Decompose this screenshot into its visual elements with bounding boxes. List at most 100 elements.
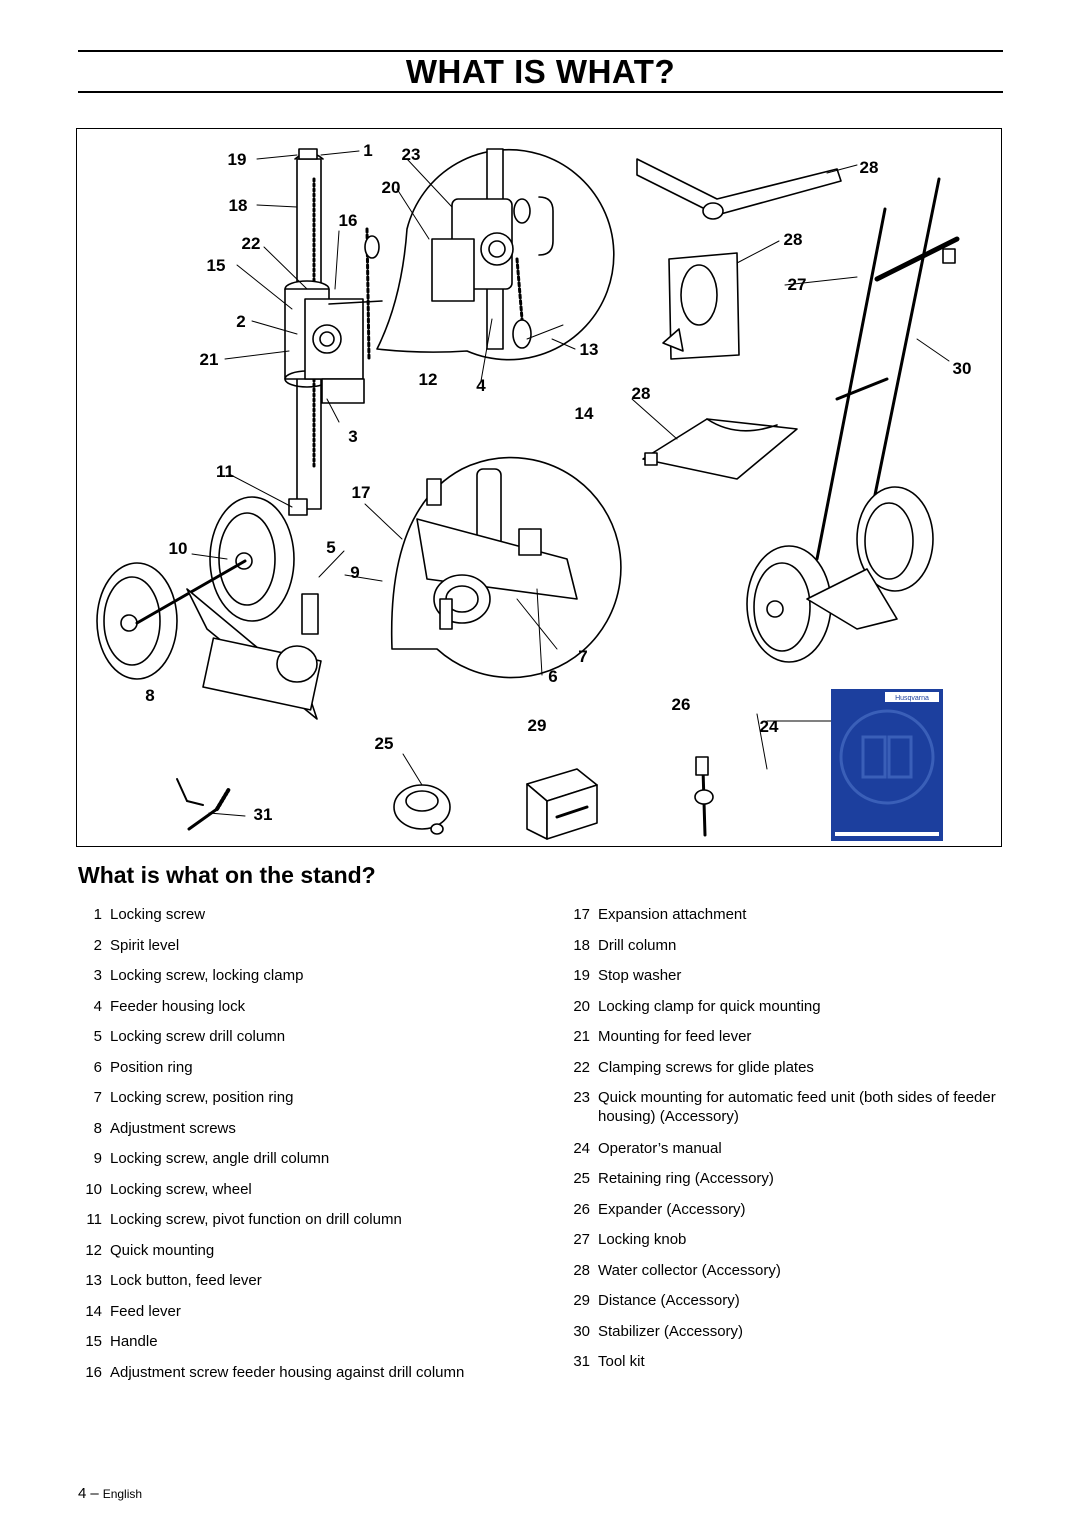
retaining-ring-drawing bbox=[393, 784, 451, 835]
section-heading: What is what on the stand? bbox=[78, 862, 376, 888]
callout-28-shield: 28 bbox=[860, 158, 879, 177]
item-text: Locking screw drill column bbox=[110, 1028, 286, 1045]
item-number: 11 bbox=[86, 1211, 102, 1228]
page-title: WHAT IS WHAT? bbox=[405, 53, 676, 90]
item-number: 19 bbox=[573, 967, 590, 984]
item-number: 8 bbox=[93, 1119, 102, 1137]
item-number: 6 bbox=[93, 1058, 102, 1076]
item-number: 9 bbox=[93, 1150, 102, 1167]
list-item: 10 Locking screw, wheel bbox=[78, 1180, 548, 1199]
item-text: Locking screw bbox=[110, 906, 206, 923]
callout-5: 5 bbox=[326, 538, 335, 557]
item-text: Tool kit bbox=[598, 1353, 645, 1370]
item-number: 26 bbox=[573, 1200, 590, 1218]
item-number: 21 bbox=[573, 1028, 590, 1045]
callout-4: 4 bbox=[476, 376, 486, 395]
item-number: 10 bbox=[85, 1180, 102, 1198]
item-text: Locking clamp for quick mounting bbox=[598, 997, 821, 1015]
item-number: 23 bbox=[573, 1089, 590, 1106]
parts-illustration: Husqvarna 19 1 23 28 20 18 16 22 28 15 2… bbox=[76, 128, 1002, 847]
footer-language: English bbox=[102, 1487, 143, 1501]
item-number: 7 bbox=[93, 1089, 102, 1106]
list-item: 23 Quick mounting for automatic feed unit… bbox=[566, 1088, 996, 1126]
callout-10: 10 bbox=[169, 539, 188, 558]
item-number: 16 bbox=[85, 1363, 102, 1381]
item-text: Retaining ring (Accessory) bbox=[598, 1170, 774, 1187]
item-text: Operator’s manual bbox=[598, 1139, 722, 1157]
list-item: 8 Adjustment screws bbox=[78, 1119, 548, 1138]
callout-26: 26 bbox=[672, 695, 691, 714]
item-number: 2 bbox=[93, 936, 102, 954]
item-number: 20 bbox=[573, 997, 590, 1015]
item-number: 24 bbox=[573, 1139, 590, 1157]
title-rule-top bbox=[78, 50, 1003, 52]
callout-1: 1 bbox=[363, 141, 372, 160]
callout-15: 15 bbox=[207, 256, 226, 275]
item-number: 28 bbox=[573, 1261, 590, 1279]
callout-28-plate: 28 bbox=[784, 230, 803, 249]
item-text: Feeder housing lock bbox=[110, 997, 246, 1015]
callout-20: 20 bbox=[382, 178, 401, 197]
item-text: Expander (Accessory) bbox=[598, 1200, 746, 1218]
callout-21: 21 bbox=[200, 350, 219, 369]
callout-8: 8 bbox=[145, 686, 154, 705]
item-number: 27 bbox=[573, 1231, 590, 1248]
callout-25: 25 bbox=[375, 734, 394, 753]
callout-14: 14 bbox=[575, 404, 594, 423]
item-text: Drill column bbox=[598, 936, 677, 954]
distance-block-drawing bbox=[526, 768, 598, 840]
list-item: 26 Expander (Accessory) bbox=[566, 1200, 996, 1219]
item-text: Water collector (Accessory) bbox=[598, 1261, 781, 1279]
item-number: 13 bbox=[85, 1272, 102, 1289]
callout-23: 23 bbox=[402, 145, 421, 164]
item-text: Locking screw, position ring bbox=[110, 1089, 294, 1106]
list-item: 18 Drill column bbox=[566, 936, 996, 955]
list-item: 24 Operator’s manual bbox=[566, 1139, 996, 1158]
water-collector-drawing bbox=[636, 158, 842, 480]
stand-base-drawing bbox=[96, 496, 322, 720]
item-text: Locking knob bbox=[598, 1231, 687, 1248]
list-item: 7 Locking screw, position ring bbox=[78, 1088, 548, 1107]
callout-13: 13 bbox=[580, 340, 599, 359]
list-item: 6 Position ring bbox=[78, 1058, 548, 1077]
callout-7: 7 bbox=[578, 647, 587, 666]
callout-18: 18 bbox=[229, 196, 248, 215]
callout-16: 16 bbox=[339, 211, 358, 230]
callout-labels: 19 1 23 28 20 18 16 22 28 15 27 2 13 21 … bbox=[145, 141, 971, 824]
page-number: 4 bbox=[78, 1485, 87, 1502]
callout-22: 22 bbox=[242, 234, 261, 253]
item-number: 17 bbox=[573, 906, 590, 923]
footer-dash: – bbox=[90, 1485, 99, 1502]
callout-19: 19 bbox=[228, 150, 247, 169]
item-text: Locking screw, angle drill column bbox=[110, 1150, 330, 1167]
item-text: Feed lever bbox=[110, 1302, 181, 1320]
callout-31: 31 bbox=[254, 805, 273, 824]
item-text: Quick mounting for automatic feed unit (… bbox=[598, 1089, 996, 1125]
callout-6: 6 bbox=[548, 667, 557, 686]
zoom-detail-top bbox=[376, 148, 615, 361]
item-number: 18 bbox=[573, 936, 590, 954]
item-number: 12 bbox=[85, 1241, 102, 1259]
callout-2: 2 bbox=[236, 312, 245, 331]
item-text: Distance (Accessory) bbox=[598, 1292, 740, 1309]
item-text: Position ring bbox=[110, 1058, 193, 1076]
callout-24: 24 bbox=[760, 717, 779, 736]
item-text: Locking screw, wheel bbox=[110, 1180, 252, 1198]
callout-3: 3 bbox=[348, 427, 357, 446]
operators-manual-drawing: Husqvarna bbox=[831, 689, 943, 841]
callout-28-tray: 28 bbox=[632, 384, 651, 403]
item-number: 30 bbox=[573, 1322, 590, 1340]
callout-30: 30 bbox=[953, 359, 972, 378]
callout-27: 27 bbox=[788, 275, 807, 294]
item-text: Adjustment screws bbox=[110, 1119, 236, 1137]
item-text: Spirit level bbox=[110, 936, 180, 954]
